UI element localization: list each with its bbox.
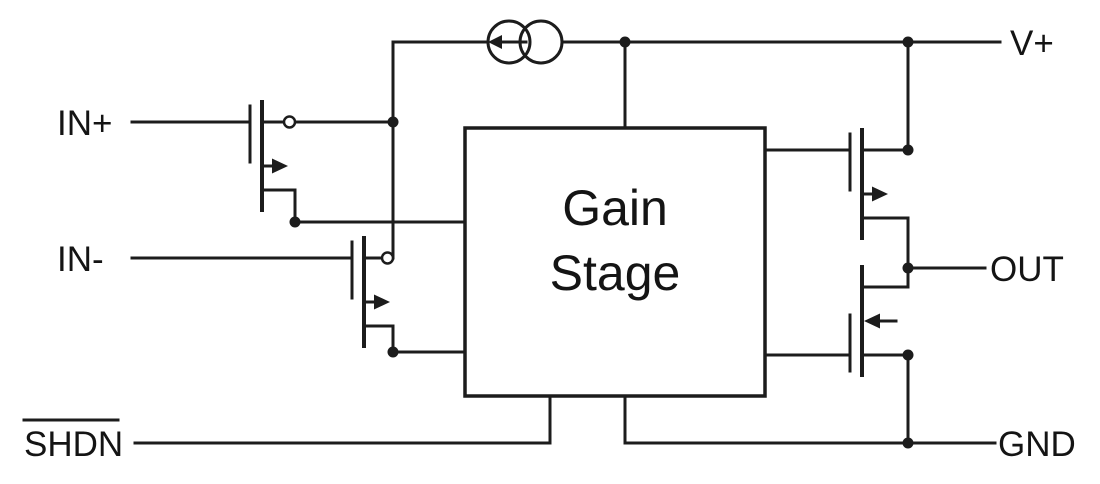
current-source-icon: [486, 19, 564, 65]
gain-stage-label-line1: Gain: [562, 180, 668, 236]
pin-label-gnd: GND: [998, 425, 1076, 464]
gain-stage-label-line2: Stage: [550, 245, 681, 301]
pmos-transistor-in-plus-icon: [248, 100, 297, 224]
pmos-transistor-output-high-icon: [848, 128, 910, 240]
pmos-transistor-in-minus-icon: [350, 236, 395, 354]
bottom-wires: [133, 394, 997, 445]
junction-dots: [289, 36, 914, 449]
output-wires: [763, 148, 987, 445]
input-wires: [130, 120, 467, 354]
pmos-bubble: [380, 251, 395, 265]
pin-label-out: OUT: [990, 250, 1064, 289]
pmos-bubble: [282, 115, 297, 129]
pin-label-v-plus: V+: [1010, 24, 1054, 63]
supply-rail-wires: [391, 40, 1002, 152]
gain-stage-box: [463, 126, 767, 398]
nmos-transistor-output-low-icon: [848, 265, 910, 377]
pin-label-in-plus: IN+: [57, 104, 112, 143]
pin-label-shdn: SHDN: [24, 425, 123, 464]
pin-label-in-minus: IN-: [57, 240, 104, 279]
